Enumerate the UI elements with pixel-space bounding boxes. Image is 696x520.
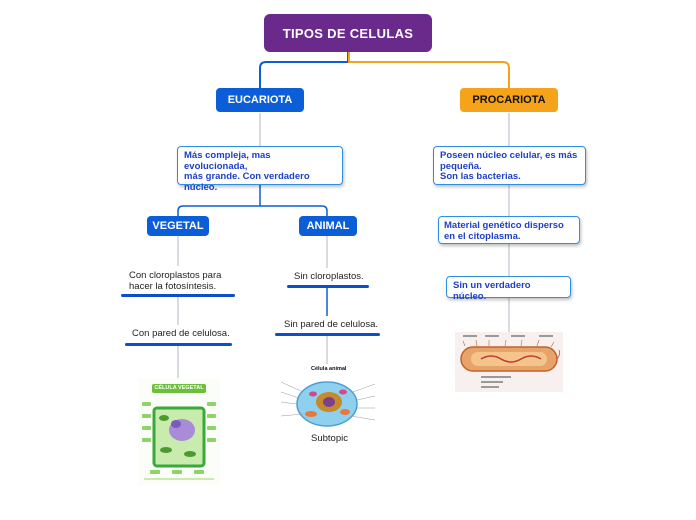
- trait-line: en el citoplasma.: [444, 230, 521, 242]
- animal-cell-image[interactable]: Célula animal: [275, 364, 381, 434]
- animal-cell-caption: Subtopic: [311, 433, 348, 444]
- plant-cell-image[interactable]: CÉLULA VEGETAL: [138, 378, 220, 486]
- vegetal-trait-cell-wall[interactable]: Con pared de celulosa.: [132, 328, 242, 340]
- root-node[interactable]: TIPOS DE CELULAS: [264, 14, 432, 52]
- trait-line: Sin un verdadero núcleo.: [453, 280, 531, 302]
- trait-line: Material genético disperso: [444, 220, 564, 231]
- animal-trait-no-cell-wall[interactable]: Sin pared de celulosa.: [284, 319, 384, 331]
- connector-root-eucariota: [259, 52, 349, 88]
- animal-trait-no-chloroplasts[interactable]: Sin cloroplastos.: [294, 271, 374, 283]
- animal-cell-icon: [280, 381, 376, 427]
- eucariota-description-line: más grande. Con verdadero: [184, 171, 310, 182]
- vegetal-node[interactable]: VEGETAL: [147, 216, 209, 236]
- connector-note-vegetal: [177, 185, 261, 216]
- trait-line: Sin pared de celulosa.: [284, 319, 379, 330]
- trait-line: Con cloroplastos para: [129, 270, 222, 281]
- procariota-description-line: pequeña.: [440, 160, 482, 172]
- procariota-trait-genetic-material[interactable]: Material genético disperso en el citopla…: [438, 216, 580, 244]
- eucariota-description-line: Más compleja, mas evolucionada,: [184, 150, 271, 172]
- animal-trait-no-chloroplasts-underline: [287, 285, 369, 288]
- animal-node[interactable]: ANIMAL: [299, 216, 357, 236]
- vegetal-trait-chloroplasts[interactable]: Con cloroplastos para hacer la fotosínte…: [129, 270, 239, 292]
- trait-line: hacer la fotosíntesis.: [129, 280, 217, 292]
- procariota-node[interactable]: PROCARIOTA: [460, 88, 558, 112]
- eucariota-description[interactable]: Más compleja, mas evolucionada, más gran…: [177, 146, 343, 192]
- trait-line: Con pared de celulosa.: [132, 328, 230, 339]
- procariota-description-line: Poseen núcleo celular, es más: [440, 150, 578, 161]
- procariota-description-line: Son las bacterias.: [440, 171, 521, 182]
- connector-root-procariota: [348, 52, 510, 88]
- vegetal-trait-cell-wall-underline: [125, 343, 232, 346]
- eucariota-description-line: núcleo.: [184, 181, 218, 193]
- trait-line: Sin cloroplastos.: [294, 271, 364, 282]
- bacteria-cell-image[interactable]: [455, 332, 563, 392]
- plant-cell-image-title: CÉLULA VEGETAL: [152, 384, 206, 393]
- animal-cell-image-title: Célula animal: [311, 366, 347, 372]
- animal-trait-no-cell-wall-underline: [275, 333, 380, 336]
- bacteria-cell-icon: [460, 335, 561, 388]
- procariota-description[interactable]: Poseen núcleo celular, es más pequeña. S…: [433, 146, 586, 185]
- connector-note-animal: [260, 205, 328, 216]
- eucariota-node[interactable]: EUCARIOTA: [216, 88, 304, 112]
- procariota-trait-no-nucleus[interactable]: Sin un verdadero núcleo.: [446, 276, 571, 301]
- vegetal-trait-chloroplasts-underline: [121, 294, 235, 297]
- plant-cell-icon: [142, 402, 216, 480]
